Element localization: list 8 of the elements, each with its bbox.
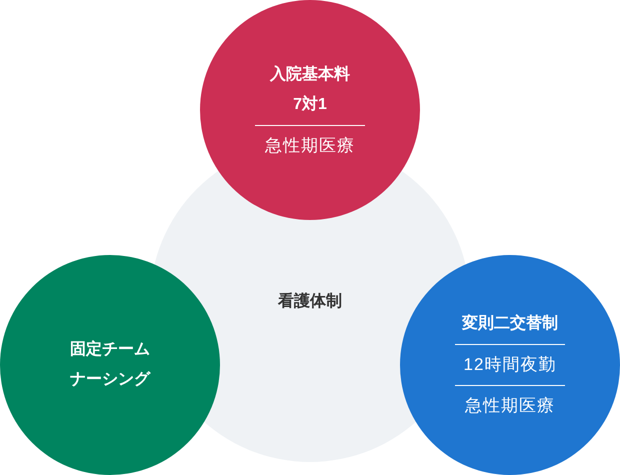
heading-text: 7対1 xyxy=(293,94,327,114)
heading-text: 看護体制 xyxy=(278,291,342,312)
body-text: 急性期医療 xyxy=(265,134,355,156)
heading-text: 変則二交替制 xyxy=(462,313,558,334)
body-text: 急性期医療 xyxy=(465,395,555,417)
heading-text: 固定チームナーシング xyxy=(69,339,152,390)
body-text: 12時間夜勤 xyxy=(464,354,556,376)
heading-text: 入院基本料 xyxy=(270,64,350,84)
